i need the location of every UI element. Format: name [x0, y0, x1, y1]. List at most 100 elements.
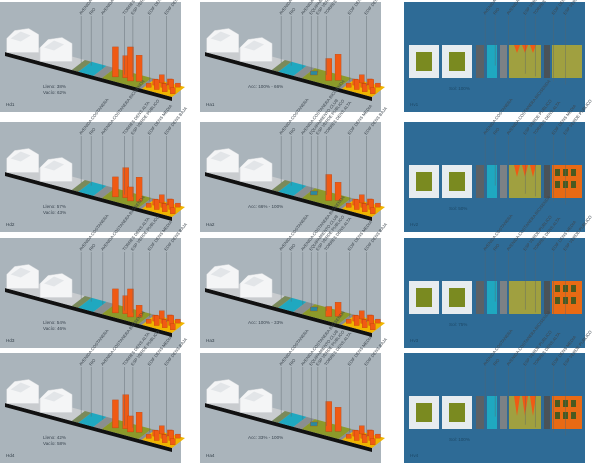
- mid-density-block: [159, 425, 165, 434]
- path-plan: [544, 165, 550, 198]
- panel-id: Hv3: [410, 338, 419, 343]
- existing-building: [39, 37, 73, 62]
- path-plan: [544, 281, 550, 314]
- existing-building: [6, 148, 39, 173]
- tower-block: [127, 288, 134, 318]
- stat-line: Vacío: 58%: [43, 441, 67, 446]
- courtyard-plan: [555, 169, 560, 176]
- mid-density-block: [346, 434, 352, 439]
- river: [78, 297, 107, 312]
- tower-block: [112, 46, 119, 78]
- stat-line: Vacío: 46%: [43, 326, 67, 331]
- zone-label: RIO: [492, 6, 501, 16]
- panel-id: Ha2: [206, 222, 215, 227]
- base-slab: [5, 52, 172, 101]
- panel-id: Hv4: [410, 453, 419, 458]
- zone-label: RIO: [288, 126, 297, 136]
- base-slab: [205, 288, 372, 337]
- zone-label: RIO: [492, 126, 501, 136]
- tower-shadow: [514, 45, 520, 53]
- mid-density-block: [362, 319, 368, 328]
- avenue: [271, 60, 292, 72]
- green-plan: [509, 281, 541, 314]
- zone-label: RIO: [88, 6, 97, 16]
- stat-line: Acc: 33% - 100%: [248, 435, 284, 440]
- courtyard-plan: [555, 285, 560, 292]
- stat-text: Sol: 50%: [449, 206, 467, 212]
- mid-density-block: [159, 194, 165, 203]
- courtyard-plan: [571, 400, 576, 407]
- bike-avenue-plan: [500, 281, 507, 314]
- base-slab: [5, 288, 172, 337]
- mid-density-block: [375, 202, 381, 208]
- tower-shadow: [530, 165, 536, 177]
- courtyard: [416, 403, 432, 422]
- existing-building: [239, 157, 273, 182]
- mid-density-block: [362, 434, 368, 443]
- existing-building: [239, 37, 273, 62]
- mid-density-block: [354, 199, 360, 210]
- mid-density-block: [175, 318, 181, 324]
- mid-density-block: [154, 79, 160, 90]
- river: [278, 61, 307, 76]
- river: [78, 181, 107, 196]
- tower-block: [122, 394, 129, 429]
- mid-density-block: [146, 319, 152, 324]
- river-plan: [487, 165, 497, 198]
- mid-density-block: [162, 434, 168, 443]
- tower-shadow: [522, 165, 528, 177]
- bike-avenue: [293, 301, 315, 315]
- building-roof: [44, 391, 65, 402]
- base-slab: [205, 172, 372, 221]
- tower-block: [127, 186, 134, 202]
- stat-line: Lleno: 57%: [43, 204, 66, 209]
- tower-block: [334, 54, 342, 81]
- avenue: [71, 296, 92, 308]
- club-block: [310, 421, 318, 427]
- mid-density-block: [362, 83, 368, 92]
- mid-density-block: [175, 202, 181, 208]
- stat-line: Vacío: 43%: [43, 210, 67, 215]
- tower-shadow: [514, 396, 520, 416]
- building-roof: [244, 40, 265, 51]
- panel-id: Ha3: [206, 338, 215, 343]
- mid-density-block: [175, 433, 181, 439]
- bike-avenue: [293, 416, 315, 430]
- mid-density-block: [375, 318, 381, 324]
- avenue: [271, 411, 292, 423]
- mid-density-block: [146, 434, 152, 439]
- building-roof: [210, 31, 231, 42]
- courtyard-plan: [571, 169, 576, 176]
- avenue: [71, 411, 92, 423]
- river: [278, 181, 307, 196]
- panel-id: Hd2: [6, 222, 15, 227]
- existing-building: [206, 379, 239, 404]
- courtyard: [449, 52, 465, 71]
- mid-density-block: [354, 79, 360, 90]
- zone-label: RIO: [492, 357, 501, 367]
- existing-building: [206, 148, 239, 173]
- courtyard: [416, 172, 432, 191]
- building-roof: [244, 276, 265, 287]
- panel-id: Hv1: [410, 102, 419, 107]
- river-plan: [487, 396, 497, 429]
- stat-line: Acc: 100% - 33%: [248, 320, 284, 325]
- existing-building: [239, 388, 273, 413]
- mid-density-block: [375, 82, 381, 88]
- mid-density-block: [159, 74, 165, 83]
- zone-label: RIO: [88, 357, 97, 367]
- mid-density-block: [162, 83, 168, 92]
- mid-density-block: [162, 203, 168, 212]
- tower-block: [112, 176, 119, 198]
